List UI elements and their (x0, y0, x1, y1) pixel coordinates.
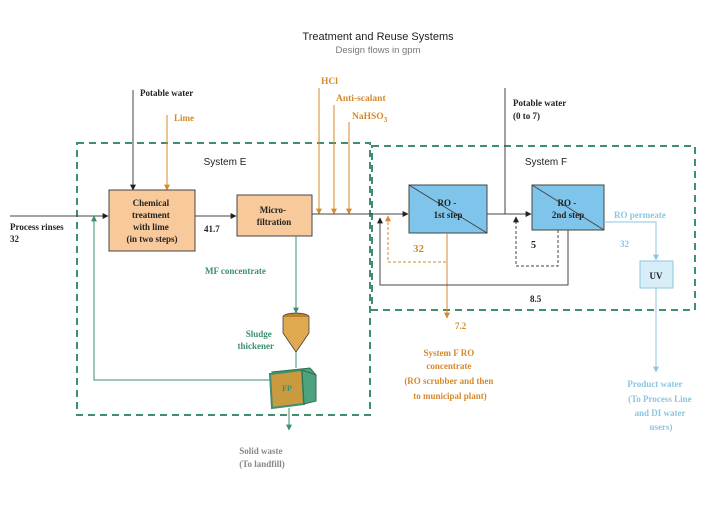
ro-permeate-label: RO permeate (614, 210, 666, 220)
ro-2nd-membrane-line (531, 184, 605, 231)
uv-box (639, 260, 674, 289)
solid-waste-line-2: (To landfill) (239, 459, 284, 469)
solid-waste-label: Solid waste (To landfill) (239, 446, 285, 469)
chemical-treatment-line-2: treatment (132, 210, 170, 220)
potable-water-label: Potable water (140, 88, 193, 98)
system-f-label: System F (525, 157, 567, 168)
potable-water-right-label: Potable water (513, 98, 566, 108)
ro-2nd-step-label: RO - 2nd step (552, 198, 584, 220)
ro-permeate-flow: 32 (620, 239, 630, 249)
chemical-treatment-box (108, 189, 196, 252)
process-rinses-flow: 32 (10, 234, 20, 244)
filter-press-label: FP (282, 384, 292, 393)
sludge-thickener-line-1: Sludge (246, 329, 272, 339)
anti-scalant-label: Anti-scalant (336, 94, 386, 104)
ro-1st-membrane-line (408, 184, 488, 234)
microfiltration-label: Micro- filtration (257, 205, 292, 227)
bypass-line (377, 217, 569, 286)
potable-water-right-range: (0 to 7) (513, 111, 540, 121)
sludge-thickener-line-2: thickener (238, 341, 275, 351)
ro-2nd-line-1: RO - (558, 198, 577, 208)
bypass-flow: 8.5 (530, 294, 542, 304)
filter-press-icon (268, 367, 317, 410)
chemical-treatment-line-1: Chemical (133, 198, 170, 208)
ro-permeate-line (604, 221, 659, 261)
nahso3-text: NaHSO (352, 112, 384, 122)
filtrate-recycle-line (91, 215, 270, 381)
system-f-concentrate-line-4: to municipal plant) (413, 391, 487, 401)
system-e-label: System E (204, 157, 247, 168)
chemical-treatment-line-4: (in two steps) (127, 234, 178, 244)
diagram-title: Treatment and Reuse Systems (302, 31, 454, 43)
fp-side-face (301, 369, 317, 405)
product-water-line-2: (To Process Line (628, 394, 692, 404)
product-water-line-3: and DI water (634, 408, 685, 418)
ro1-recycle-flow: 32 (413, 243, 425, 255)
microfiltration-line-2: filtration (257, 217, 292, 227)
thickener-body (282, 317, 310, 353)
system-f-concentrate-flow: 7.2 (455, 321, 467, 331)
system-f-concentrate-line-2: concentrate (426, 361, 471, 371)
chemical-treatment-line-3: with lime (133, 222, 169, 232)
ro-2nd-line-2: 2nd step (552, 210, 584, 220)
diagram-subtitle: Design flows in gpm (335, 45, 420, 56)
product-water-line-1: Product water (627, 379, 682, 389)
process-rinses-label: Process rinses (10, 222, 64, 232)
ro-1st-step-label: RO - 1st step (434, 198, 463, 220)
ro-1st-line-2: 1st step (434, 210, 463, 220)
ro2-recycle-flow: 5 (531, 240, 536, 251)
solid-waste-line-1: Solid waste (239, 446, 282, 456)
ct-to-mf-flow: 41.7 (204, 224, 220, 234)
ro2-recycle-line (513, 216, 559, 267)
sludge-thickener-label: Sludge thickener (238, 329, 275, 351)
nahso3-label: NaHSO3 (352, 112, 388, 124)
system-e-boundary (76, 142, 371, 416)
system-f-boundary (371, 145, 696, 311)
microfiltration-box (236, 194, 313, 237)
ro1-recycle-line (385, 215, 448, 263)
system-f-concentrate-line-3: (RO scrubber and then (404, 376, 493, 386)
uv-label: UV (650, 271, 663, 281)
nahso3-subscript: 3 (384, 116, 388, 124)
product-water-label: Product water (To Process Line and DI wa… (627, 379, 693, 432)
ro-1st-line-1: RO - (438, 198, 457, 208)
hcl-label: HCl (321, 77, 338, 87)
system-f-concentrate-line-1: System F RO (424, 348, 475, 358)
mf-concentrate-label: MF concentrate (205, 266, 266, 276)
lime-label: Lime (174, 113, 194, 123)
microfiltration-line-1: Micro- (260, 205, 286, 215)
system-f-concentrate-label: System F RO concentrate (RO scrubber and… (404, 348, 495, 401)
sludge-thickener-icon (282, 312, 310, 353)
chemical-treatment-label: Chemical treatment with lime (in two ste… (127, 198, 178, 244)
product-water-line-4: users) (650, 422, 673, 432)
